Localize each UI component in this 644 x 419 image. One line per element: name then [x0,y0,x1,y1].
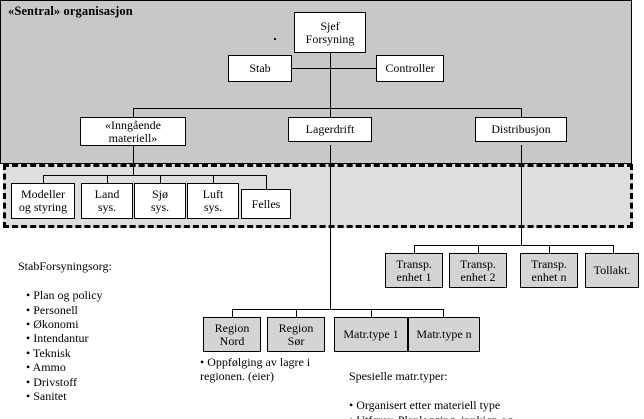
connector-distribusjon-down [521,145,522,245]
node-sjoe-sys-label: Sjø sys. [150,187,170,214]
node-luft-sys-label: Luft sys. [202,187,224,214]
connector-sjef-down [330,52,331,118]
node-inngaaende-materiell[interactable]: «Inngående materiell» [80,117,186,146]
stab-forsyningsorg-heading: StabForsyningsorg: [18,259,112,274]
node-matr-type-1-label: Matr.type 1 [343,327,399,341]
node-sjoe-sys[interactable]: Sjø sys. [134,183,186,219]
node-controller[interactable]: Controller [376,55,444,82]
matr-typer-note-heading: Spesielle matr.typer: [349,369,448,384]
node-matr-type-n[interactable]: Matr.type n [408,317,480,352]
connector-transpn-up [549,245,550,253]
node-land-sys[interactable]: Land sys. [81,183,133,219]
stab-list-item: • Ammo [26,360,66,375]
node-luft-sys[interactable]: Luft sys. [187,183,239,219]
stab-list-item: • Sanitet [26,389,67,404]
connector-inngaaende-up [133,108,134,118]
stab-forsyningsorg-note: StabForsyningsorg: • Plan og policy• Per… [18,245,188,418]
stab-forsyningsorg-list: • Plan og policy• Personell• Økonomi• In… [18,288,188,403]
connector-lagerdrift-down [330,145,331,309]
node-land-sys-label: Land sys. [94,187,120,214]
connector-luft-up [213,175,214,184]
stab-list-item: • Intendantur [26,331,89,346]
connector-land-up [107,175,108,184]
node-stab-label: Stab [249,61,271,75]
node-matr-type-n-label: Matr.type n [416,327,472,341]
node-tollakt[interactable]: Tollakt. [585,253,639,288]
node-stab[interactable]: Stab [228,55,292,82]
connector-region-bus [232,309,443,310]
connector-distribusjon-up [521,108,522,118]
connector-tollakt-up [613,245,614,253]
node-tollakt-label: Tollakt. [593,263,631,277]
node-felles-label: Felles [251,196,281,211]
node-region-nord-label: Region Nord [214,320,250,348]
node-distribusjon[interactable]: Distribusjon [475,117,567,142]
node-lagerdrift-label: Lagerdrift [305,122,355,136]
matr-typer-note: Spesielle matr.typer: • Organisert etter… [349,355,639,419]
node-region-soer-label: Region Sør [278,320,314,348]
region-note: • Oppfølging av lagre i regionen. (eier) [200,355,311,384]
stray-dot-mark [274,38,276,40]
connector-stab-controller [291,68,377,69]
node-distribusjon-label: Distribusjon [491,122,551,136]
node-sjef-forsyning[interactable]: Sjef Forsyning [294,12,366,53]
connector-materiell-bus [43,175,267,176]
node-transp-enhet-n-label: Transp. enhet n [531,256,567,284]
connector-region-nord-up [232,309,233,317]
connector-matrtypen-up [443,309,444,317]
node-modeller-og-styring-label: Modeller og styring [18,187,68,214]
node-transp-enhet-1[interactable]: Transp. enhet 1 [385,253,443,288]
connector-level2-bus [133,108,521,109]
connector-sjoe-up [160,175,161,184]
node-transp-enhet-2[interactable]: Transp. enhet 2 [449,253,507,288]
connector-matrtype1-up [371,309,372,317]
connector-inngaaende-down [133,145,134,175]
connector-transport-bus [414,245,614,246]
connector-felles-up [266,175,267,189]
connector-region-soer-up [296,309,297,317]
node-lagerdrift[interactable]: Lagerdrift [288,117,372,142]
stab-list-item: • Plan og policy [26,288,103,303]
node-inngaaende-materiell-label: «Inngående materiell» [105,117,161,145]
node-region-nord[interactable]: Region Nord [203,317,261,352]
node-region-soer[interactable]: Region Sør [267,317,325,352]
stab-list-item: • Teknisk [26,345,71,360]
node-matr-type-1[interactable]: Matr.type 1 [334,317,408,352]
connector-transp1-up [414,245,415,253]
connector-modeller-up [43,175,44,184]
stab-list-item: • Drivstoff [26,374,77,389]
node-sjef-forsyning-label: Sjef Forsyning [305,18,355,46]
connector-transp2-up [478,245,479,253]
node-controller-label: Controller [385,61,435,75]
node-transp-enhet-1-label: Transp. enhet 1 [396,256,432,284]
node-transp-enhet-n[interactable]: Transp. enhet n [520,253,578,288]
node-modeller-og-styring[interactable]: Modeller og styring [11,183,75,219]
node-transp-enhet-2-label: Transp. enhet 2 [460,256,496,284]
stab-list-item: • Økonomi [26,317,79,332]
node-felles[interactable]: Felles [241,189,291,219]
matr-typer-note-body: • Organisert etter materiell type • Utfø… [349,398,513,419]
stab-list-item: • Personell [26,302,78,317]
diagram-title: «Sentral» organisasjon [8,4,133,18]
